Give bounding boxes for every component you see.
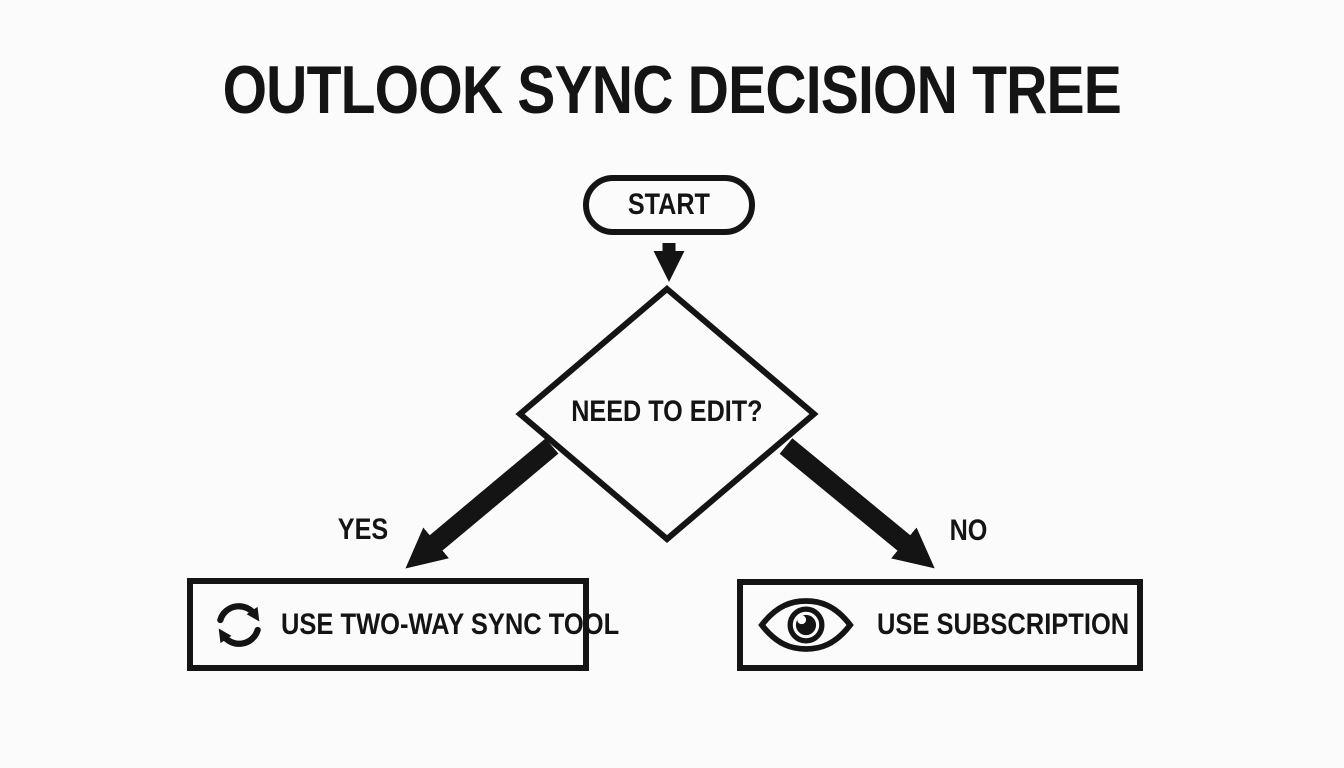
no-branch-arrow bbox=[779, 438, 935, 569]
yes-branch-label: YES bbox=[337, 513, 389, 546]
start-node-label: START bbox=[627, 188, 711, 221]
page-title: OUTLOOK SYNC DECISION TREE bbox=[0, 56, 1344, 124]
yes-branch-arrow bbox=[405, 438, 559, 569]
result-label: USE SUBSCRIPTION bbox=[877, 608, 1130, 641]
eye-icon bbox=[758, 596, 854, 654]
sync-icon bbox=[210, 596, 268, 654]
page-title-text: OUTLOOK SYNC DECISION TREE bbox=[222, 52, 1122, 128]
result-box-subscription: USE SUBSCRIPTION bbox=[737, 579, 1143, 671]
result-label: USE TWO-WAY SYNC TOOL bbox=[281, 607, 620, 641]
start-node: START bbox=[583, 175, 755, 235]
no-branch-label: NO bbox=[949, 514, 987, 547]
decision-label: NEED TO EDIT? bbox=[571, 395, 763, 428]
result-box-two-way-sync: USE TWO-WAY SYNC TOOL bbox=[187, 578, 619, 671]
